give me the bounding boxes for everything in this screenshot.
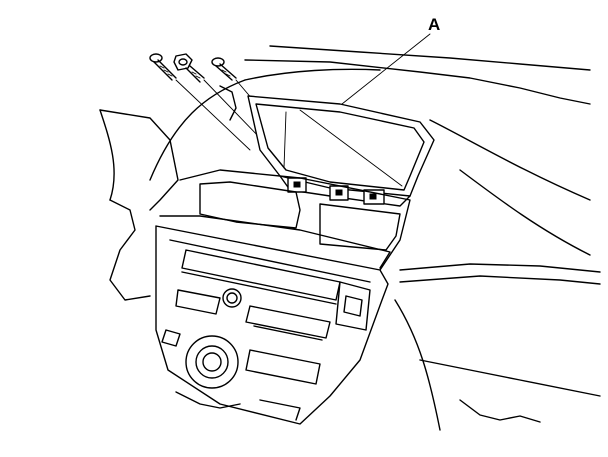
screw-2 bbox=[211, 57, 237, 81]
bolt bbox=[173, 53, 205, 83]
dashboard bbox=[99, 45, 601, 431]
center-console-panel bbox=[159, 169, 411, 271]
screw-1 bbox=[149, 53, 177, 81]
callout-leader bbox=[341, 33, 431, 105]
callout-label-a: A bbox=[428, 15, 441, 34]
display-unit bbox=[247, 95, 435, 207]
audio-unit bbox=[155, 225, 389, 425]
